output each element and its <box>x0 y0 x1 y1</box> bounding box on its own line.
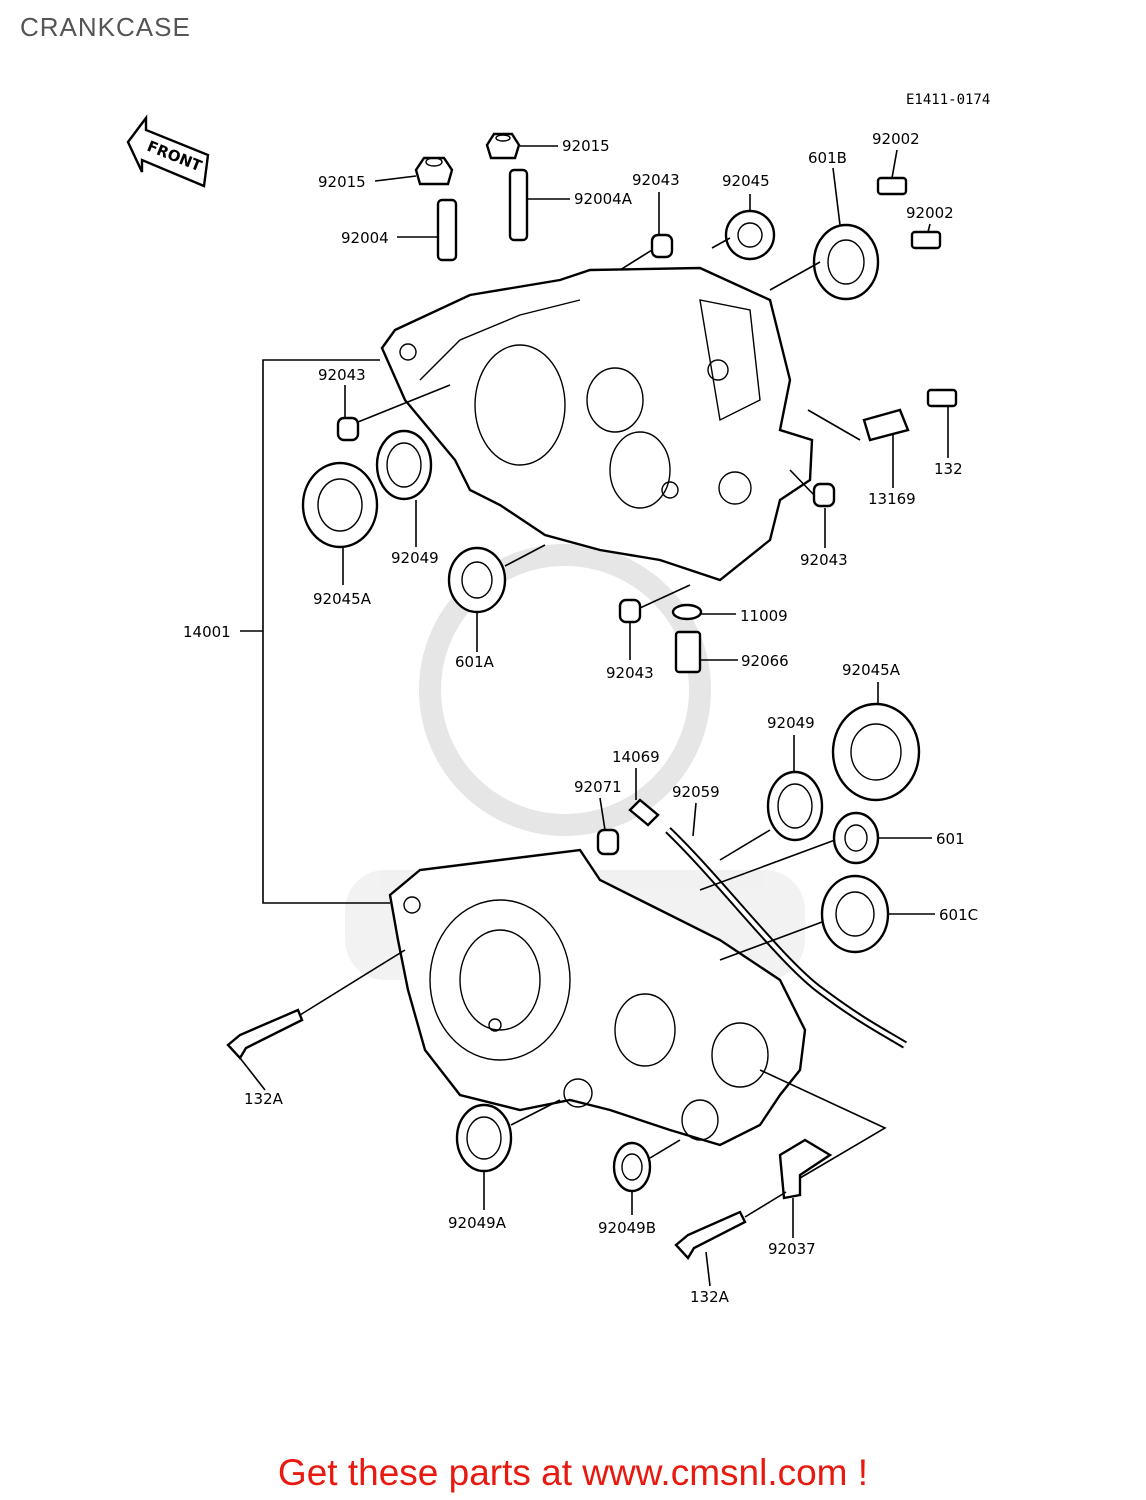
seal-92049b <box>612 1141 652 1193</box>
bearing-601b <box>812 223 880 301</box>
callout-label: 92004 <box>341 229 389 247</box>
crankcase-lower-half <box>388 848 807 1147</box>
callout-label: 92049A <box>448 1214 507 1232</box>
dowel-92043-bottom <box>618 598 642 624</box>
callout-label: 11009 <box>740 607 788 625</box>
callout-label: 132A <box>690 1288 730 1306</box>
callout-label: 92045 <box>722 172 770 190</box>
callout-label: 92049B <box>598 1219 656 1237</box>
callout-label: 601C <box>939 906 978 924</box>
callout-label: 92043 <box>632 171 680 189</box>
seal-92049-lower <box>766 770 824 842</box>
stud-92004a <box>508 168 529 242</box>
callout-label: 132 <box>934 460 963 478</box>
callout-label: 92059 <box>672 783 720 801</box>
clamp-13169 <box>862 408 910 442</box>
bolt-92002-upper <box>876 176 908 196</box>
callout-label: 14069 <box>612 748 660 766</box>
callout-label: 92045A <box>313 590 372 608</box>
fitting-14069 <box>628 798 660 827</box>
bearing-92045a-upper <box>301 461 379 549</box>
dowel-92043-top <box>650 233 674 259</box>
callout-label: 14001 <box>183 623 231 641</box>
callout-label: 92043 <box>800 551 848 569</box>
callout-label: 132A <box>244 1090 284 1108</box>
dowel-92043-left <box>336 416 360 442</box>
seal-92049a <box>455 1103 513 1173</box>
callout-label: 92049 <box>391 549 439 567</box>
bolt-132a-bottom <box>674 1210 747 1260</box>
bearing-601c <box>820 874 890 954</box>
bolt-92002-lower <box>910 230 942 250</box>
bearing-601 <box>832 811 880 865</box>
callout-label: 601 <box>936 830 965 848</box>
callout-label: 92071 <box>574 778 622 796</box>
bearing-601a <box>447 546 507 614</box>
front-arrow-icon: FRONT <box>126 114 210 188</box>
bolt-132a-left <box>226 1008 304 1060</box>
bearing-92045a-lower <box>831 702 921 802</box>
bracket-92037 <box>778 1138 833 1200</box>
washer-11009 <box>671 603 703 621</box>
grommet-92071 <box>596 828 620 856</box>
cap-nut-92015-left <box>414 156 454 186</box>
diagram-id: E1411-0174 <box>906 92 991 108</box>
callout-labels: 92015 92015 92004A 92004 92043 92045 601… <box>183 130 978 1306</box>
footer-cta-link[interactable]: Get these parts at www.cmsnl.com ! <box>277 1452 869 1493</box>
callout-label: 92045A <box>842 661 901 679</box>
callout-label: 92043 <box>606 664 654 682</box>
page-title: CRANKCASE <box>20 12 191 42</box>
callout-label: 92043 <box>318 366 366 384</box>
leader-lines <box>239 145 949 1287</box>
callout-label: 92015 <box>318 173 366 191</box>
callout-label: 92066 <box>741 652 789 670</box>
callout-label: 92002 <box>872 130 920 148</box>
callout-label: 13169 <box>868 490 916 508</box>
drain-plug-92066 <box>674 630 702 674</box>
crankcase-upper-half <box>380 266 814 582</box>
callout-label: 92004A <box>574 190 633 208</box>
callout-label: 601A <box>455 653 495 671</box>
callout-label: 92015 <box>562 137 610 155</box>
callout-label: 92049 <box>767 714 815 732</box>
callout-label: 601B <box>808 149 847 167</box>
cap-nut-92015-right <box>485 132 521 160</box>
bolt-132 <box>926 388 958 408</box>
seal-92049-upper <box>375 429 433 501</box>
callout-label: 92002 <box>906 204 954 222</box>
dowel-92043-right <box>812 482 836 508</box>
callout-label: 92037 <box>768 1240 816 1258</box>
stud-92004 <box>436 198 458 262</box>
bearing-92045 <box>724 209 776 261</box>
